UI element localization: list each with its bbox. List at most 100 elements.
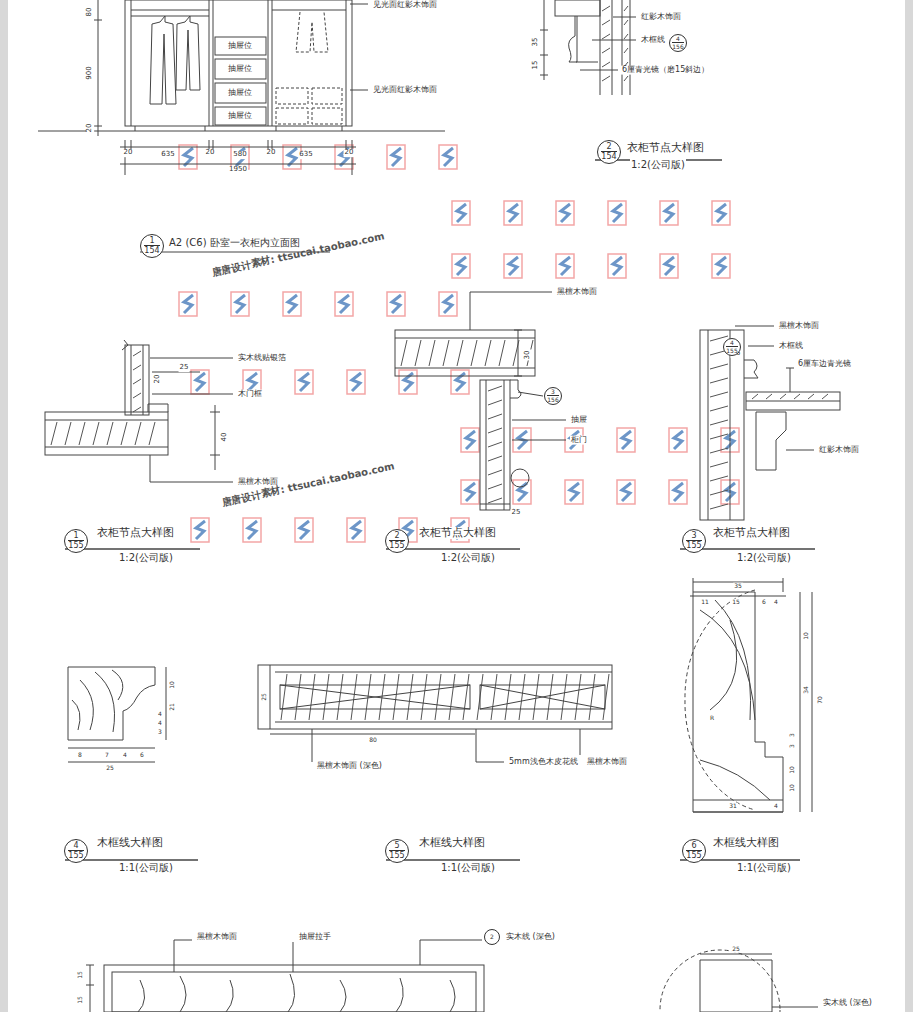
drawing-line [710,462,728,467]
drawing-line [429,340,435,366]
drawing-line [415,340,421,366]
drawing-line [710,392,728,397]
drawing-line [488,442,502,447]
drawing-line [669,428,687,452]
watermark-logo [608,201,626,225]
dimension-text: 10 [789,765,796,775]
drawing-line [392,148,401,166]
drawing-line [790,368,791,392]
drawing-line [630,0,631,95]
dimension-text: 20 [123,149,134,157]
drawing-line [575,674,581,720]
drawing-line [602,6,610,11]
watermark-logo [452,254,470,278]
detail-number: 6 [691,842,696,850]
callout-text: 抽屉位 [227,89,253,98]
title-text: 衣柜节点大样图 [626,142,705,154]
watermark-logo [504,201,522,225]
drawing-line [90,965,91,1012]
drawing-line [184,295,193,313]
drawing-line [174,940,192,941]
drawing-line [179,145,197,169]
title-text: A2 (C6) 卧室一衣柜内立面图 [168,237,301,248]
drawing-line [443,340,449,366]
drawing-line [746,392,840,410]
detail-bubble: 5155 [385,839,409,863]
drawing-line [708,330,709,520]
dimension-text: 900 [86,65,94,80]
drawing-line [710,378,728,383]
drawing-line [280,685,470,709]
drawing-line [480,685,605,709]
drawing-line [602,76,610,81]
detail-bubble: 3155 [682,529,706,553]
drawing-line [133,379,141,384]
dimension-text: 30 [524,350,532,361]
drawing-line [665,257,674,275]
drawing-line [561,257,570,275]
drawing-line [268,0,269,126]
hatch [710,336,728,509]
drawing-line [794,394,800,399]
drawing-line [120,164,356,165]
drawing-line [748,346,774,347]
drawing-line [488,470,502,475]
drawing-line [488,414,502,419]
wardrobe-elevation [38,0,445,252]
detail-number: 5 [394,842,399,850]
drawing-line [613,257,622,275]
drawing-line [215,59,266,79]
drawing-line [712,201,730,225]
watermark-logos [179,145,739,542]
drawing-line [509,204,518,222]
drawing-line [700,330,744,520]
dimension-text: 25 [261,692,268,702]
drawing-line [786,450,814,451]
dimension-text: 20 [154,374,162,385]
drawing-line [518,330,519,376]
drawing-line [608,201,626,225]
drawing-line [685,590,755,810]
title-text: 1:2(公司版) [440,552,496,563]
drawing-line [288,295,297,313]
callout-text: 抽屉 [570,416,588,425]
drawing-line [196,373,205,391]
drawing-line [569,16,577,62]
detail-6-155 [680,578,812,860]
drawing-line [179,292,197,316]
dimension-text: 10 [803,631,810,641]
drawing-line [693,800,783,801]
drawing-line [752,394,758,399]
dimension-text: 7 [104,752,110,759]
drawing-line [624,34,628,39]
drawing-line [622,431,631,449]
drawing-line [540,30,548,31]
drawing-line [150,358,233,359]
drawing-line [580,729,581,755]
drawing-line [589,674,595,720]
drawing-line [715,600,751,720]
drawing-line [598,70,618,71]
drawing-line [710,448,728,453]
dimension-text: 25 [731,946,741,953]
drawing-line [293,942,294,972]
drawing-line [547,674,553,720]
drawing-line [121,422,127,445]
drawing-line [518,392,543,396]
drawing-line [451,370,469,394]
dimension-text: 34 [803,685,810,695]
dimension-text: 80 [368,737,378,744]
drawing-line [512,420,566,421]
drawing-line [514,376,522,377]
drawing-line [488,428,502,433]
drawing-line [243,518,261,542]
sheet-border [905,0,913,1012]
drawing-line [272,10,346,11]
drawing-line [746,401,840,402]
drawing-line [236,295,245,313]
drawing-line [435,674,441,720]
drawing-line [407,674,413,720]
drawing-line [174,940,175,972]
drawing-line [700,610,755,720]
drawing-line [812,592,813,812]
